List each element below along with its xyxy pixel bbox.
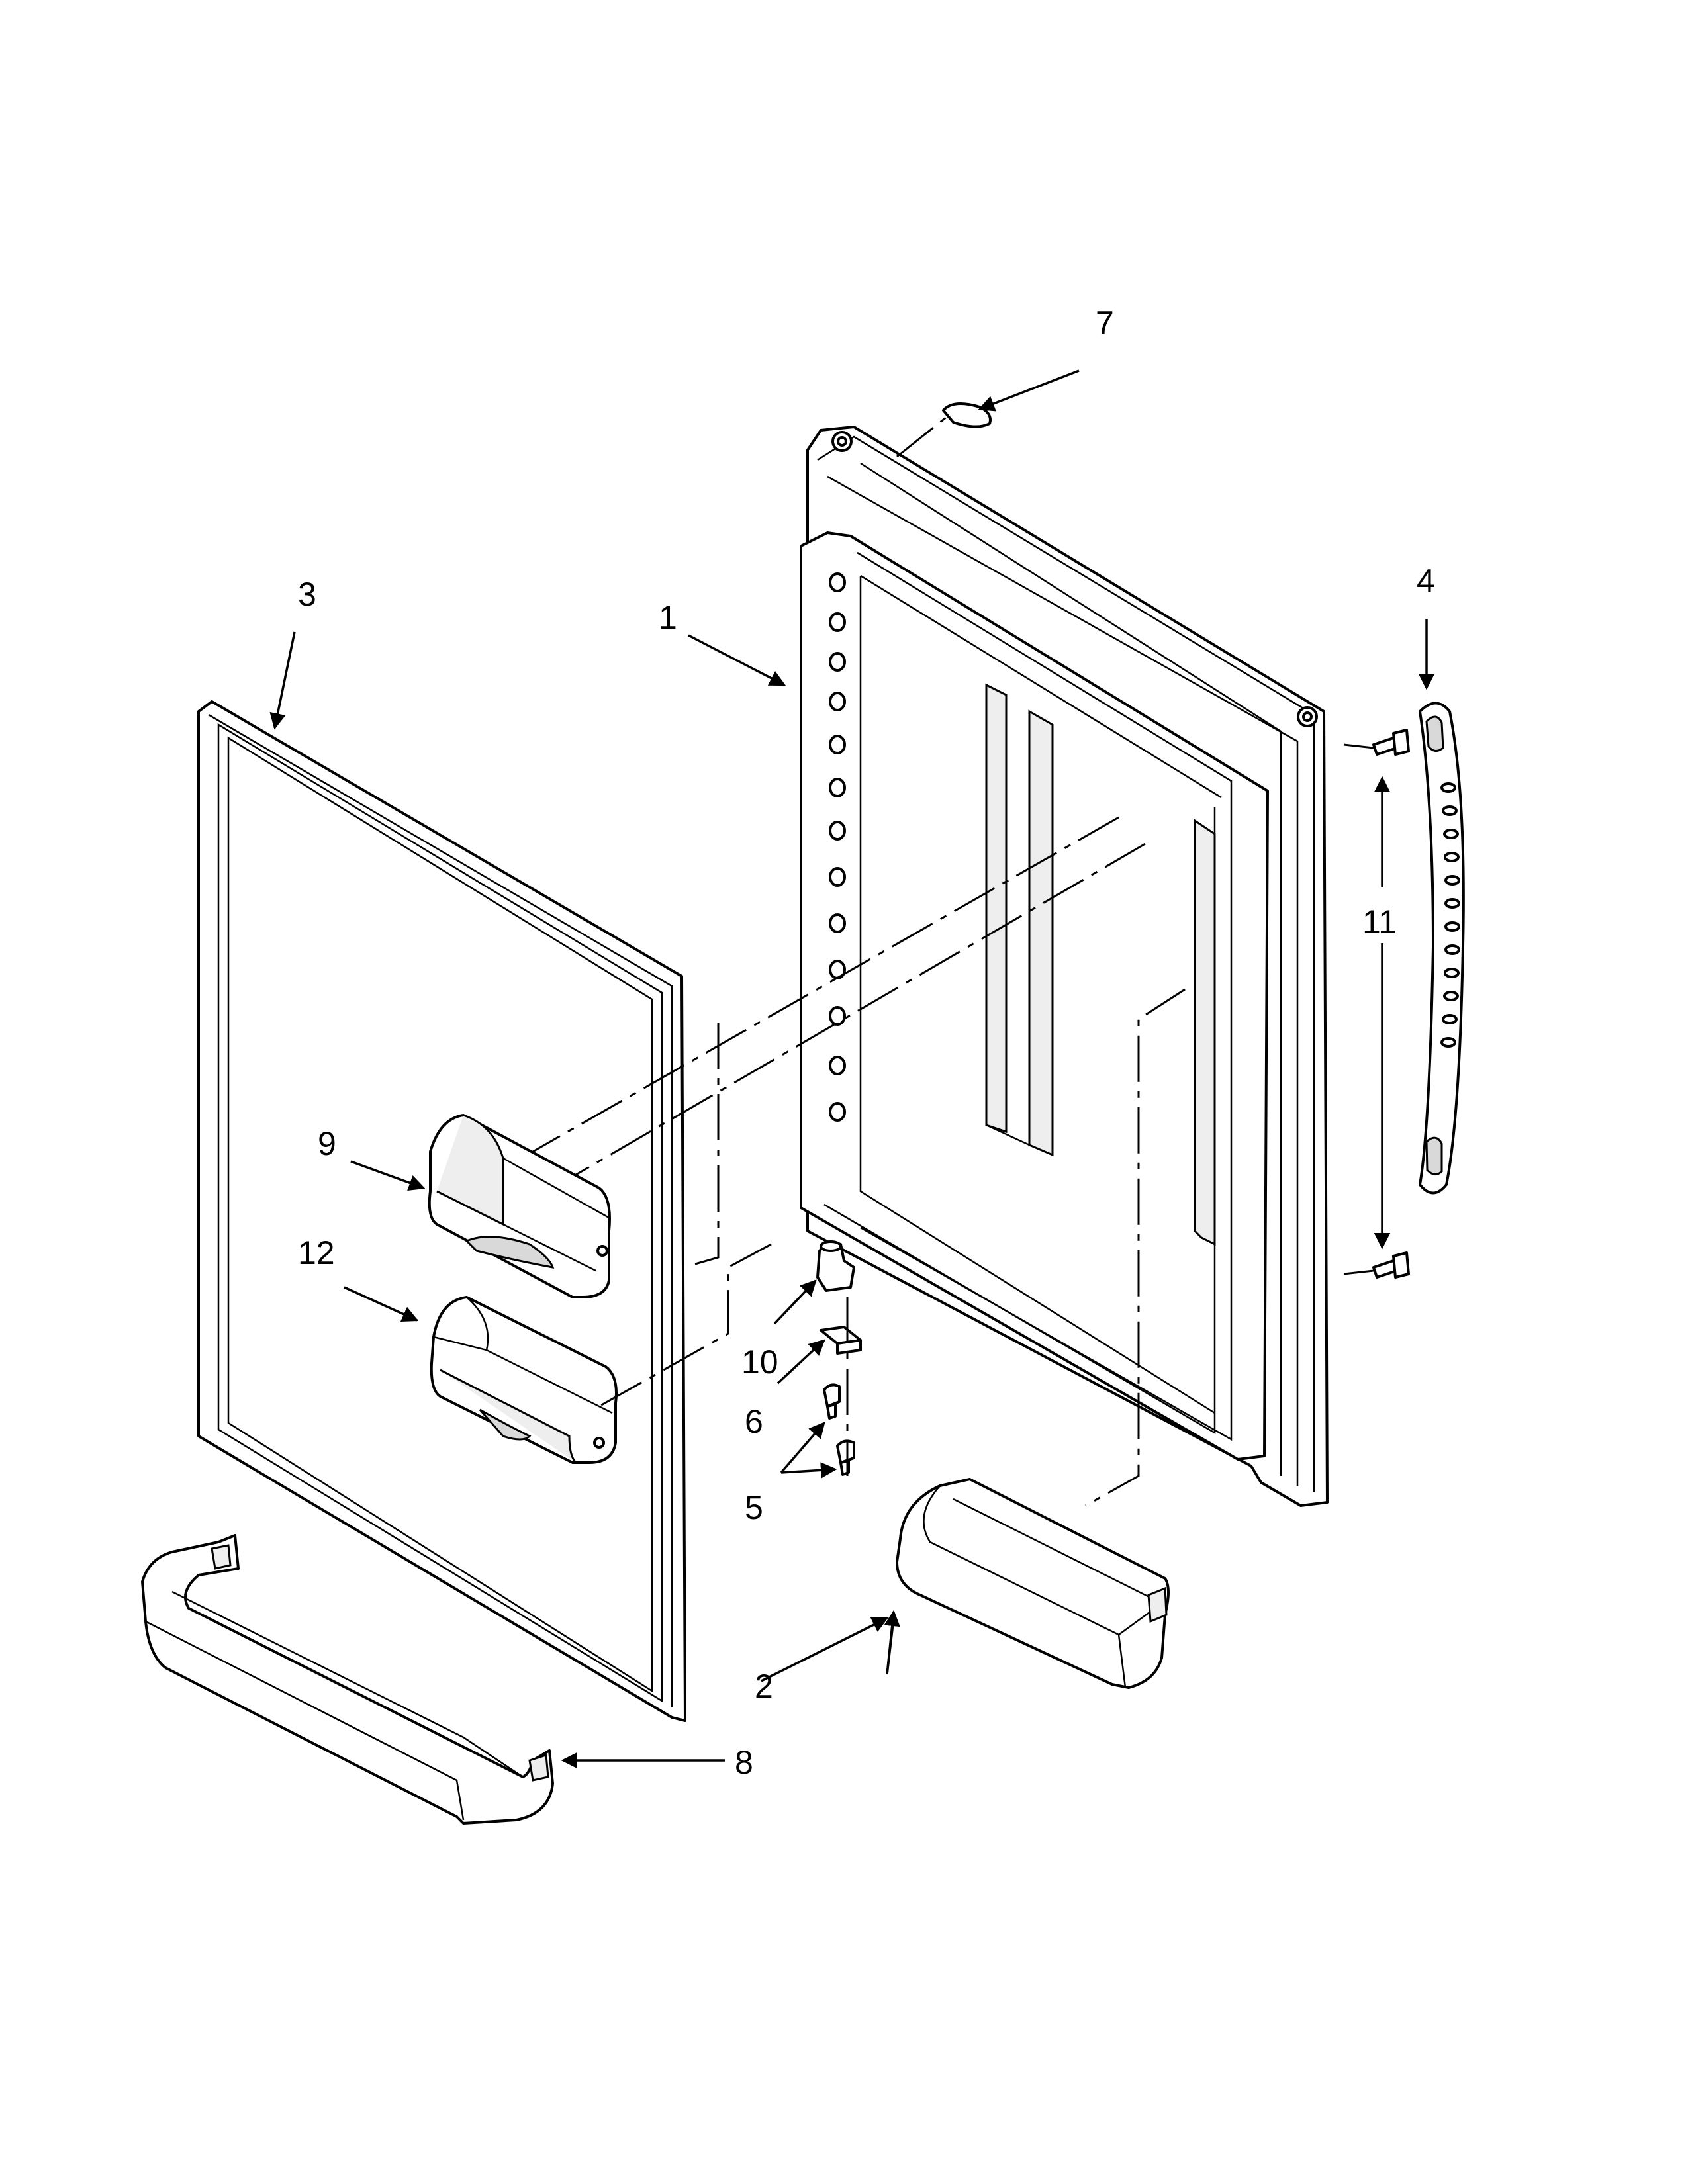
callout-10: 10	[741, 1343, 778, 1381]
callout-3: 3	[298, 576, 316, 613]
callout-5: 5	[745, 1489, 763, 1526]
callout-labels: 1 2 3 4 5 6 7 8 9 10 11 12	[298, 304, 1435, 1781]
lower-door-bin-part-2	[896, 1478, 1170, 1689]
door-shelf-rail-part-8	[141, 1534, 554, 1825]
assembly-lines	[532, 416, 1374, 1507]
dairy-bin-part-9	[428, 1114, 611, 1298]
leader-lines	[269, 369, 1435, 1769]
callout-12: 12	[298, 1234, 335, 1271]
hinge-bracket-part-6	[820, 1326, 862, 1355]
hinge-screws-part-5	[823, 1383, 855, 1476]
callout-2: 2	[755, 1668, 773, 1705]
shelf-stud-column	[829, 572, 846, 1122]
callout-4: 4	[1417, 563, 1435, 600]
door-bin-part-12	[430, 1296, 618, 1464]
callout-11: 11	[1362, 903, 1397, 940]
door-liner-part-1	[800, 426, 1329, 1507]
handle-grip-dots	[1440, 782, 1460, 1048]
callout-7: 7	[1096, 304, 1114, 341]
callout-9: 9	[318, 1125, 336, 1162]
callout-6: 6	[745, 1403, 763, 1440]
callout-1: 1	[659, 599, 677, 636]
callout-8: 8	[735, 1744, 753, 1781]
hinge-pin-part-10	[816, 1240, 855, 1292]
door-handle-part-4	[1419, 702, 1465, 1195]
handle-screws-part-11	[1372, 729, 1410, 1279]
